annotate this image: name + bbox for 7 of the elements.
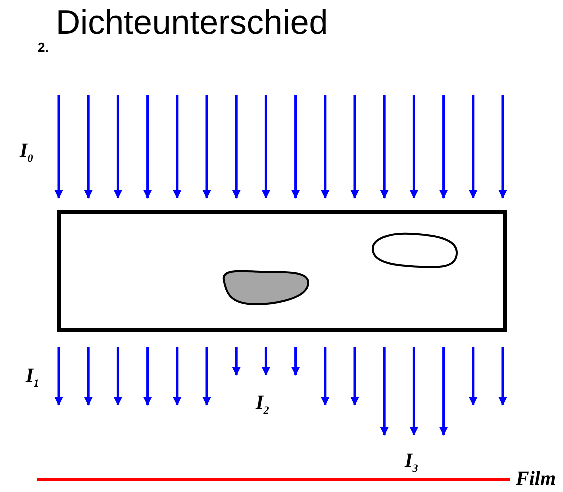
- intensity-label: I$_{1}$: [26, 365, 40, 390]
- film-label: Film: [516, 468, 556, 491]
- section-number: 2.: [38, 40, 49, 55]
- intensity-label: I$_{0}$: [20, 140, 34, 165]
- intensity-label: I$_{3}$: [405, 450, 418, 475]
- title: Dichteunterschied: [56, 4, 328, 43]
- intensity-label: I$_{2}$: [256, 392, 270, 417]
